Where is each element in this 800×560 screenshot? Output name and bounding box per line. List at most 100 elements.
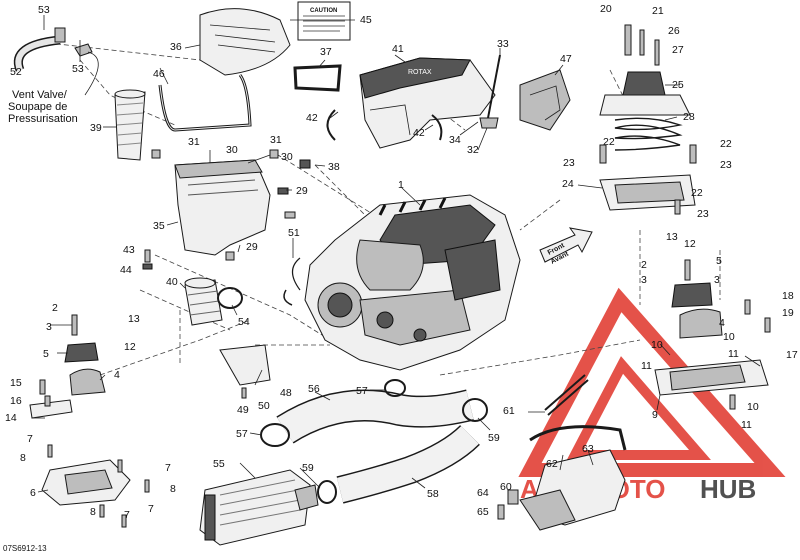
callout-15: 15 [10, 377, 22, 389]
vent-valve-label-line2: Soupape de [8, 101, 67, 113]
callout-41: 41 [392, 43, 404, 55]
callout-31-right: 31 [270, 134, 282, 146]
callout-21: 21 [652, 5, 664, 17]
bracket-60 [507, 489, 519, 505]
rod-33 [487, 54, 501, 119]
plate-25 [599, 94, 691, 116]
intercooler-55 [199, 469, 319, 546]
callout-51: 51 [288, 227, 300, 239]
plate-63 [519, 489, 576, 531]
clamp-59-upper [462, 398, 488, 422]
callout-29-bottom: 29 [246, 241, 258, 253]
callout-2-left: 2 [52, 302, 58, 314]
callout-22-bottom: 22 [691, 187, 703, 199]
callout-3-right: 3 [641, 274, 647, 286]
vent-hose-assembly [14, 27, 99, 96]
callout-13-left: 13 [128, 313, 140, 325]
callout-19: 19 [782, 307, 794, 319]
callout-36: 36 [170, 41, 182, 53]
clamp-59-lower [317, 480, 337, 504]
callout-23-bottom: 23 [697, 208, 709, 220]
callout-53-top: 53 [38, 4, 50, 16]
callout-7-left: 7 [27, 433, 33, 445]
clip-38 [299, 159, 311, 169]
bracket-34 [479, 117, 499, 129]
callout-12-left: 12 [124, 341, 136, 353]
bracket-48 [219, 344, 271, 386]
cylinder-head [356, 239, 424, 291]
hose-58 [336, 424, 480, 504]
callout-29-top: 29 [296, 185, 308, 197]
bolt-65 [497, 504, 505, 520]
callout-2-right: 2 [641, 259, 647, 271]
seal-46 [158, 74, 252, 132]
rubber-mount-5-left [64, 342, 99, 363]
callout-37: 37 [320, 46, 332, 58]
clamp-57-lower [260, 423, 290, 447]
callout-8-right: 8 [170, 483, 176, 495]
callout-40: 40 [166, 276, 178, 288]
callout-leader-lines [32, 15, 761, 493]
callout-56: 56 [308, 383, 320, 395]
callout-50: 50 [258, 400, 270, 412]
callout-44: 44 [120, 264, 132, 276]
callout-63: 63 [582, 443, 594, 455]
callout-33: 33 [497, 38, 509, 50]
callout-7-bottom: 7 [124, 509, 130, 521]
pipes-61 [529, 374, 627, 451]
callout-7-right: 7 [165, 462, 171, 474]
callout-7-bottom-right: 7 [148, 503, 154, 515]
callout-8-bottom: 8 [90, 506, 96, 518]
plate-62-assembly [497, 449, 626, 531]
callout-31-left: 31 [188, 136, 200, 148]
rubber-mount-5-right [671, 282, 713, 308]
clip-31 [151, 149, 161, 159]
callout-23-right: 23 [720, 159, 732, 171]
front-arrow-shape [539, 227, 593, 263]
air-intake-cover: CAUTION [199, 1, 351, 76]
front-direction-indicator: Front Avant [539, 227, 593, 266]
warning-decal-text: CAUTION [310, 8, 337, 14]
callout-24: 24 [562, 178, 574, 190]
callout-55: 55 [213, 458, 225, 470]
callout-25: 25 [672, 79, 684, 91]
air-box-35 [151, 149, 311, 261]
clip-29 [277, 187, 289, 195]
callout-14: 14 [5, 412, 17, 424]
callout-48: 48 [280, 387, 292, 399]
clamp-57-upper [384, 379, 406, 397]
callout-62: 62 [546, 458, 558, 470]
callout-38: 38 [328, 161, 340, 173]
engine-mount-rear-assembly [654, 259, 771, 410]
bracket-4-right [679, 308, 723, 339]
watermark-text-hub: HUB [700, 474, 756, 504]
callout-5-left: 5 [43, 348, 49, 360]
callout-54: 54 [238, 316, 250, 328]
callout-30-right: 30 [281, 151, 293, 163]
callout-16: 16 [10, 395, 22, 407]
callout-57-lower: 57 [236, 428, 248, 440]
callout-22-left: 22 [603, 136, 615, 148]
intake-cover-36 [199, 8, 291, 76]
callout-28: 28 [683, 111, 695, 123]
engine-mount-right-assembly [599, 24, 697, 215]
callout-6: 6 [30, 487, 36, 499]
screw-43 [144, 249, 151, 263]
callout-17: 17 [786, 349, 798, 361]
vent-valve-label-line1: Vent Valve/ [12, 89, 68, 101]
callout-10-left: 10 [651, 339, 663, 351]
callout-4-right: 4 [719, 317, 725, 329]
bracket-47 [519, 69, 571, 131]
callout-39: 39 [90, 122, 102, 134]
vent-valve-body [74, 43, 93, 57]
spring-28 [614, 117, 683, 151]
engine-mount-left-assembly [29, 314, 150, 528]
callout-3-right-b: 3 [714, 274, 720, 286]
drawing-reference-code: 07S6912-13 [3, 544, 47, 553]
vent-hose-inner [15, 37, 61, 72]
callout-11-right: 11 [728, 348, 739, 360]
callout-20: 20 [600, 3, 612, 15]
engine-block-1 [304, 194, 521, 371]
